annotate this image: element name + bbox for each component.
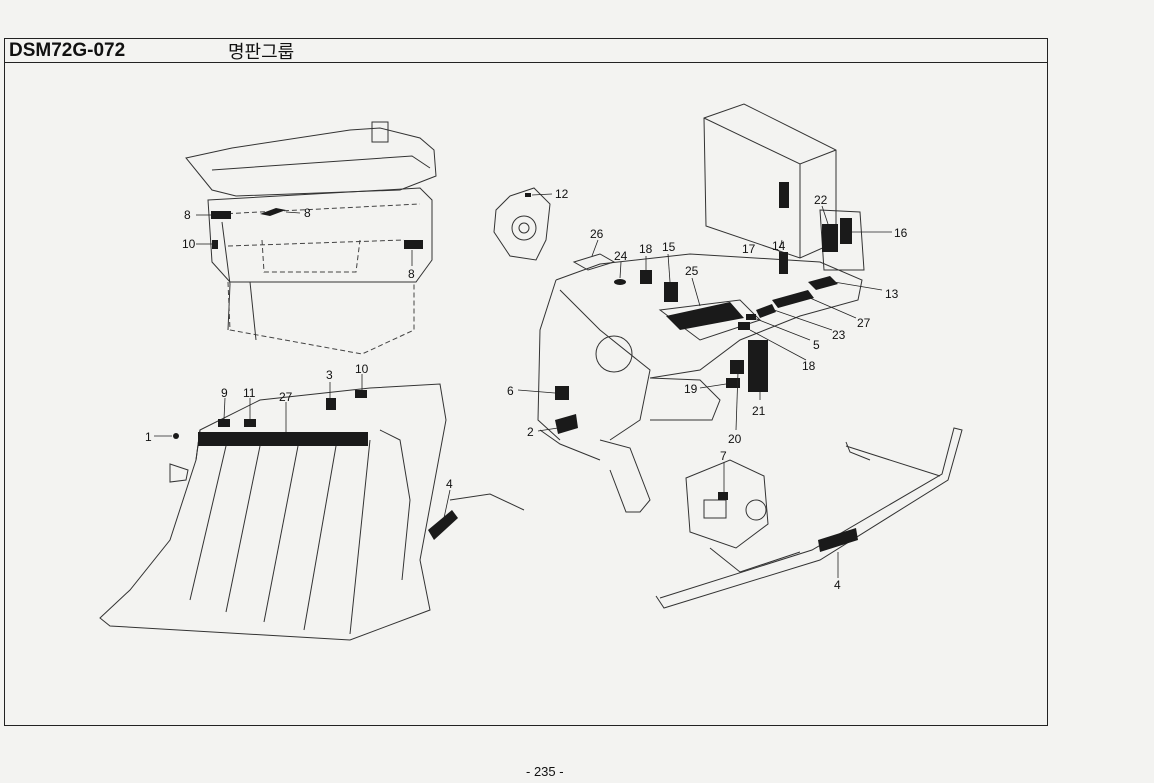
callout-27b: 27 (279, 390, 293, 404)
callout-8c: 8 (408, 267, 415, 281)
callout-19: 19 (684, 382, 698, 396)
callout-4a: 4 (446, 477, 453, 491)
label-plate-18a (640, 270, 652, 284)
callout-8a: 8 (184, 208, 191, 222)
label-plate-19 (726, 378, 740, 388)
label-plate-10b (355, 390, 367, 398)
page-number: - 235 - (526, 764, 564, 779)
label-plate-2 (555, 414, 578, 434)
label-plate-23 (756, 304, 776, 318)
label-plate-4b (818, 528, 858, 552)
label-plate-3 (326, 398, 336, 410)
label-plate-22 (822, 224, 838, 252)
label-plate-17 (779, 252, 788, 274)
label-plate-16 (840, 218, 852, 244)
leader-lines (154, 193, 892, 578)
lower-left-assembly (99, 383, 525, 641)
group-title: 명판그룹 (228, 42, 295, 63)
label-plate-25 (666, 302, 744, 330)
callout-6: 6 (507, 384, 514, 398)
label-plate-18b (738, 322, 750, 330)
label-plate-20 (730, 360, 744, 374)
callout-27a: 27 (857, 316, 871, 330)
callout-20: 20 (728, 432, 742, 446)
callout-14: 14 (772, 239, 786, 253)
label-plate-11 (244, 419, 256, 427)
label-plate-13 (808, 276, 838, 290)
label-plate-15 (664, 282, 678, 302)
callout-12: 12 (555, 187, 569, 201)
callout-3: 3 (326, 368, 333, 382)
callout-22: 22 (814, 193, 828, 207)
callout-1: 1 (145, 430, 152, 444)
page-code: DSM72G-072 (9, 40, 126, 61)
callout-26: 26 (590, 227, 604, 241)
label-plate-1 (173, 433, 179, 439)
callouts: 8 8 10 8 12 26 24 18 15 25 17 14 22 16 1… (145, 187, 908, 592)
callout-21: 21 (752, 404, 766, 418)
label-plate-27a (772, 290, 814, 308)
title-bar: DSM72G-072 명판그룹 (4, 38, 1048, 63)
label-plate-5 (746, 314, 756, 320)
label-plate-27b (198, 432, 368, 446)
label-plate-8a (211, 211, 231, 219)
label-plate-10a (212, 240, 218, 249)
label-plate-8c (404, 240, 423, 249)
lower-right-assembly (655, 427, 963, 609)
label-plate-24 (614, 279, 626, 285)
callout-7: 7 (720, 449, 727, 463)
callout-4b: 4 (834, 578, 841, 592)
callout-15: 15 (662, 240, 676, 254)
upper-left-assembly (185, 121, 437, 355)
callout-2: 2 (527, 425, 534, 439)
callout-11: 11 (243, 386, 256, 400)
label-plate-7 (718, 492, 728, 500)
diagram-frame (4, 38, 1048, 726)
callout-10b: 10 (355, 362, 369, 376)
label-plate-14 (779, 182, 789, 208)
callout-24: 24 (614, 249, 628, 263)
callout-25: 25 (685, 264, 699, 278)
label-plate-26 (572, 253, 616, 271)
callout-17: 17 (742, 242, 756, 256)
callout-10a: 10 (182, 237, 196, 251)
label-plate-8b (260, 208, 286, 216)
callout-18a: 18 (639, 242, 653, 256)
callout-23: 23 (832, 328, 846, 342)
callout-5: 5 (813, 338, 820, 352)
callout-13: 13 (885, 287, 899, 301)
label-plate-4a (428, 510, 458, 540)
upper-right-assembly (537, 103, 865, 513)
callout-8b: 8 (304, 206, 311, 220)
callout-16: 16 (894, 226, 908, 240)
label-plate-9 (218, 419, 230, 427)
label-plate-6 (555, 386, 569, 400)
callout-9: 9 (221, 386, 228, 400)
gear-housing (493, 187, 551, 261)
label-plate-12 (525, 193, 531, 197)
label-plate-21 (748, 340, 768, 392)
callout-18b: 18 (802, 359, 816, 373)
